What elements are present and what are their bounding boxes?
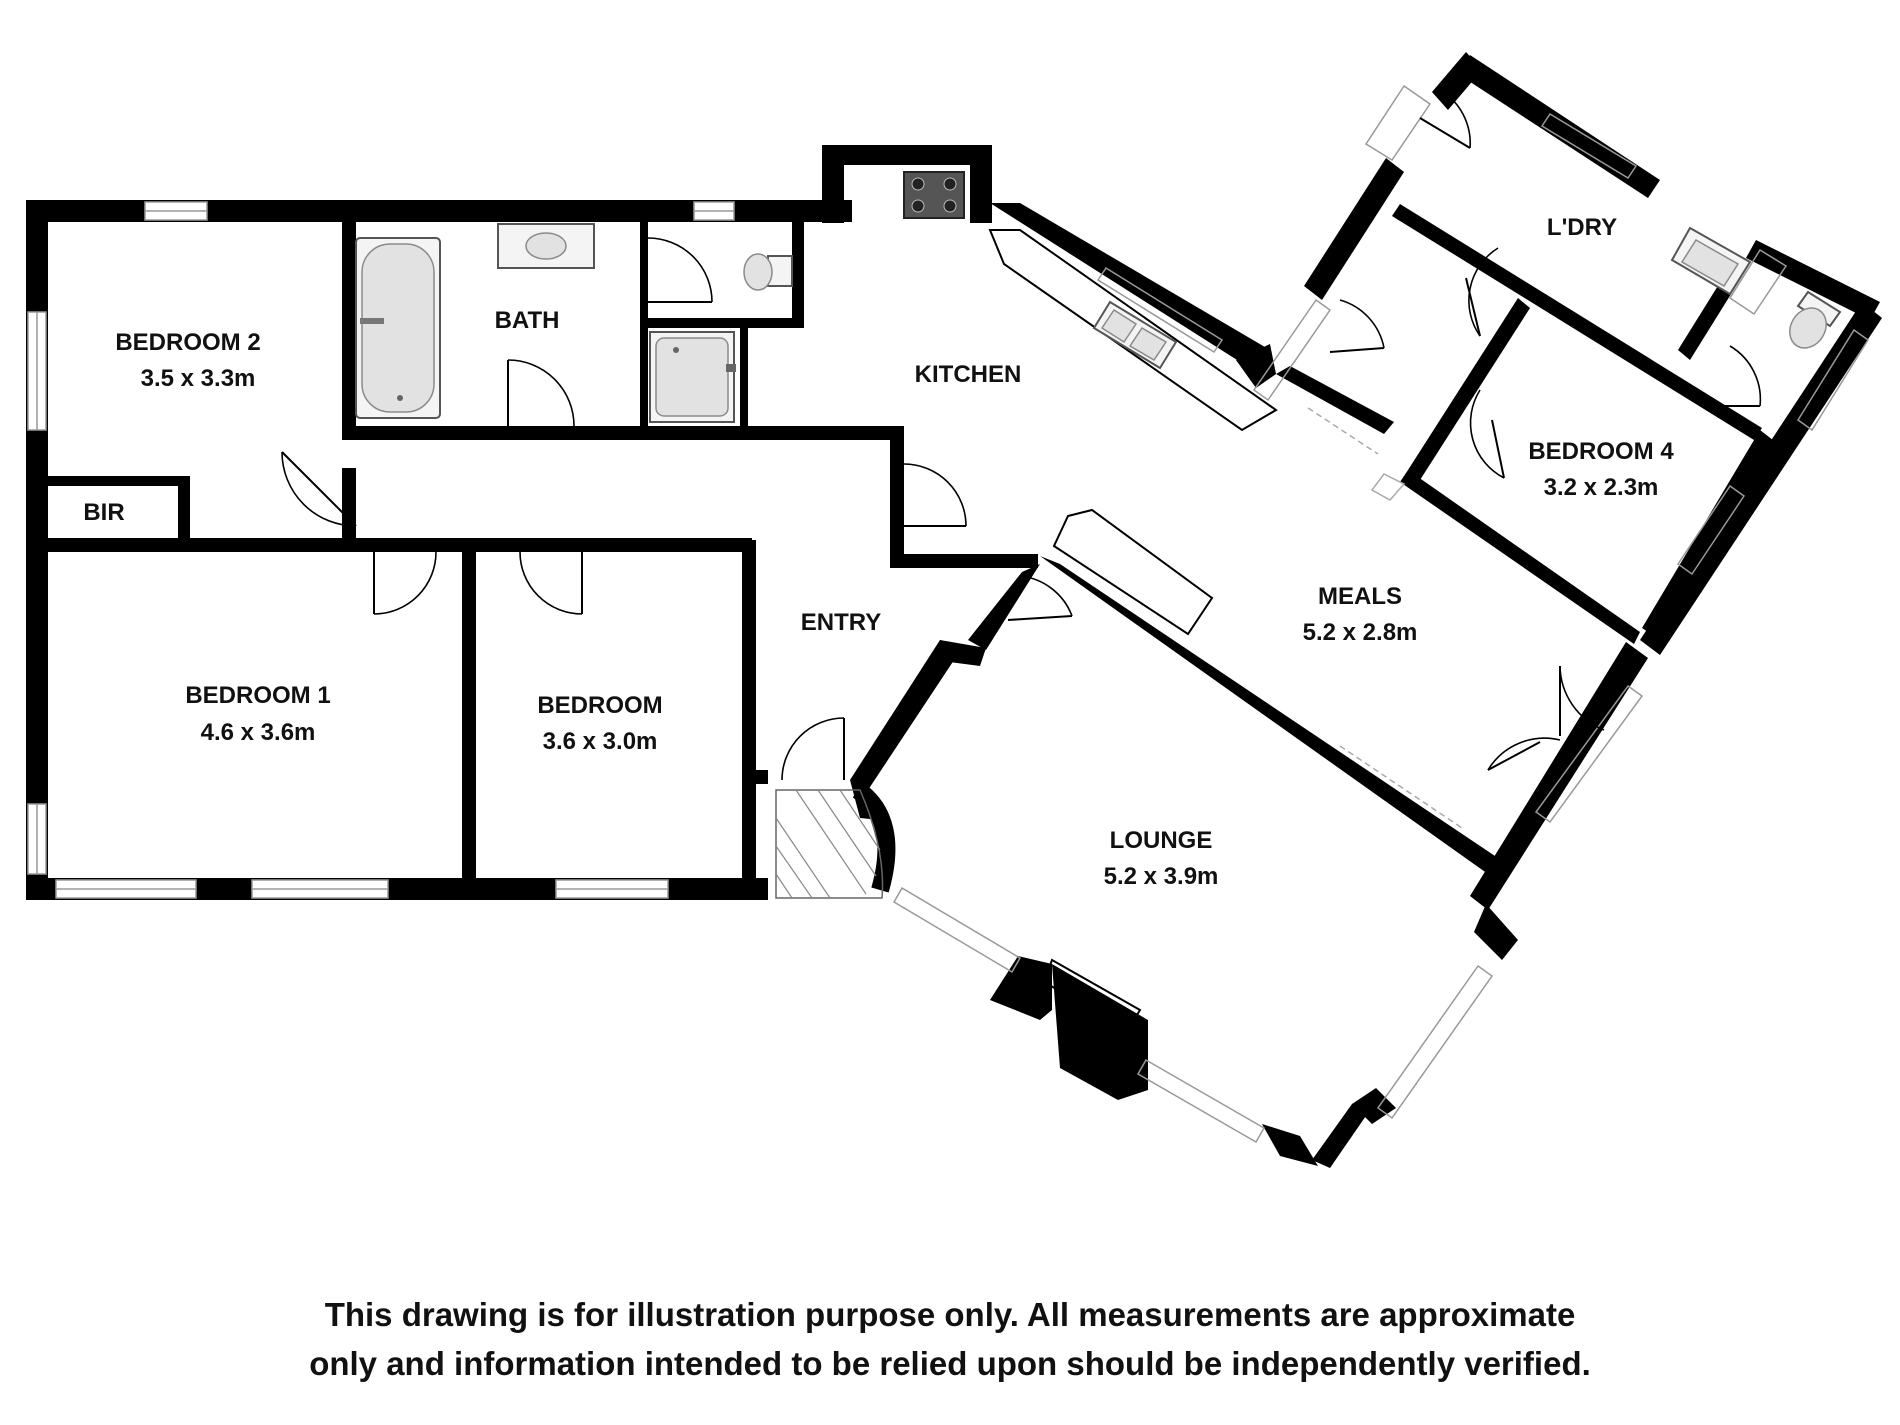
bedroom-dims: 3.6 x 3.0m [543,728,658,755]
disclaimer-text: This drawing is for illustration purpose… [0,1290,1900,1388]
wc-toilet [743,253,793,291]
lounge-dims: 5.2 x 3.9m [1104,863,1219,890]
lounge-name: LOUNGE [1110,827,1213,854]
meals-dims: 5.2 x 2.8m [1303,619,1418,646]
laundry-name: L'DRY [1547,214,1617,241]
kitchen-sink [1092,300,1178,370]
cooktop [903,171,965,219]
disclaimer-line-1: This drawing is for illustration purpose… [324,1296,1576,1333]
room-labels: BEDROOM 2 3.5 x 3.3m BATH KITCHEN L'DRY … [83,214,1674,890]
bedroom2-name: BEDROOM 2 [115,329,260,356]
laundry-toilet [1789,290,1842,349]
bedroom2-dims: 3.5 x 3.3m [141,365,256,392]
east-wing-windows [892,84,1870,1144]
bath-vanity-basin [497,223,595,269]
east-wing-walls [850,52,1882,1168]
laundry-tub [1670,226,1752,296]
west-wing-windows [27,201,735,899]
porch-area [775,782,896,899]
bedroom-name: BEDROOM [537,692,662,719]
meals-name: MEALS [1318,583,1402,610]
disclaimer-line-2: only and information intended to be reli… [309,1345,1591,1382]
kitchen-name: KITCHEN [915,361,1022,388]
shower-base [649,331,736,423]
entry-name: ENTRY [801,609,881,636]
doors [281,93,1762,781]
fireplace [1042,958,1142,1032]
kitchen-bench [988,229,1278,636]
bedroom1-dims: 4.6 x 3.6m [201,719,316,746]
bir-name: BIR [83,499,124,526]
bathtub [355,237,441,419]
bedroom4-dims: 3.2 x 2.3m [1544,474,1659,501]
bedroom1-name: BEDROOM 1 [185,682,330,709]
west-wing-walls [26,145,1038,900]
bath-name: BATH [495,307,560,334]
bedroom4-name: BEDROOM 4 [1528,438,1674,465]
